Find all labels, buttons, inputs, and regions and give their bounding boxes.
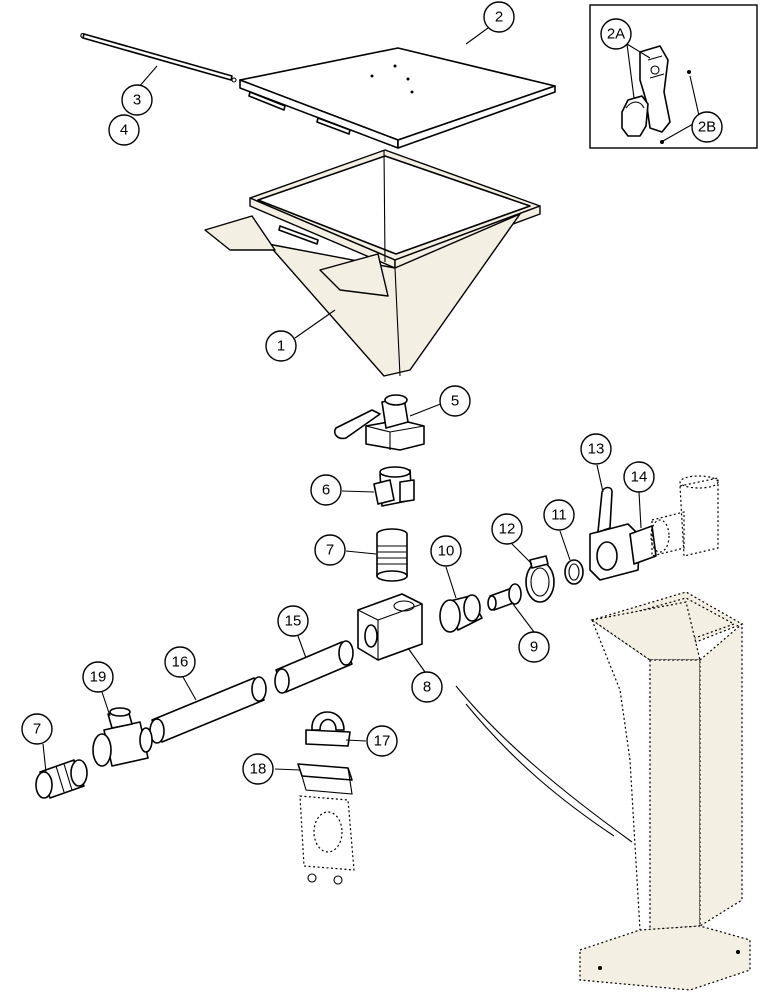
- callout-label: 5: [451, 393, 459, 410]
- callout-2a: 2A: [600, 18, 632, 50]
- callout-16: 16: [164, 646, 196, 678]
- callout-11: 11: [543, 499, 575, 531]
- callout-13: 13: [580, 433, 612, 465]
- callout-10: 10: [430, 535, 462, 567]
- callout-9: 9: [518, 631, 550, 663]
- callout-19: 19: [82, 661, 114, 693]
- hose: [455, 685, 633, 843]
- pipe-15: [274, 640, 354, 694]
- callout-14: 14: [623, 461, 655, 493]
- check-valve-19: [92, 707, 153, 767]
- callout-2: 2: [483, 1, 515, 33]
- callout-label: 1: [277, 338, 285, 355]
- receiver-elbow: [650, 475, 719, 557]
- leader-lines: [42, 27, 701, 773]
- adapter-7-lower: [35, 759, 88, 799]
- callout-8: 8: [411, 671, 443, 703]
- coupler-6: [373, 466, 415, 507]
- callout-4: 4: [108, 114, 140, 146]
- callout-7-upper: 7: [314, 534, 346, 566]
- clamp-12: [525, 555, 555, 603]
- callout-6: 6: [310, 474, 342, 506]
- seal-11: [564, 559, 584, 585]
- callout-label: 16: [172, 654, 189, 671]
- callout-label: 9: [530, 639, 538, 656]
- callout-3: 3: [121, 84, 153, 116]
- bracket-18: [297, 763, 355, 885]
- hopper-lid: [239, 47, 556, 149]
- callout-label: 7: [326, 542, 334, 559]
- callout-label: 4: [120, 122, 128, 139]
- callout-label: 19: [90, 669, 107, 686]
- callout-label: 2: [495, 9, 503, 26]
- hopper: [204, 149, 541, 377]
- callout-label: 13: [588, 441, 605, 458]
- bushing-10: [439, 594, 483, 633]
- nipple-9: [487, 583, 522, 611]
- callout-15: 15: [277, 605, 309, 637]
- callout-label: 18: [250, 761, 267, 778]
- callout-12: 12: [491, 513, 523, 545]
- callout-1: 1: [265, 330, 297, 362]
- callout-label: 10: [438, 543, 455, 560]
- callout-5: 5: [439, 385, 471, 417]
- callout-label: 17: [374, 733, 391, 750]
- callout-label: 8: [423, 679, 431, 696]
- pipe-16: [149, 676, 267, 744]
- callout-label: 2A: [607, 26, 625, 43]
- callout-label: 11: [551, 507, 567, 524]
- callout-label: 3: [133, 92, 141, 109]
- callout-17: 17: [366, 725, 398, 757]
- callout-label: 7: [33, 721, 41, 738]
- callout-7-lower: 7: [21, 713, 53, 745]
- callout-label: 14: [631, 469, 648, 486]
- u-clamp-17: [305, 711, 351, 747]
- callout-label: 2B: [698, 119, 716, 136]
- stand-column: [579, 591, 751, 991]
- hinge-pin: [80, 33, 237, 83]
- callout-label: 6: [322, 482, 330, 499]
- ball-valve: [333, 394, 425, 451]
- tee-fitting: [357, 593, 423, 661]
- callout-18: 18: [242, 753, 274, 785]
- callout-label: 12: [499, 521, 516, 538]
- callout-2b: 2B: [691, 111, 723, 143]
- inset-detail: [589, 4, 758, 149]
- callout-label: 15: [285, 613, 302, 630]
- adapter-7-upper: [376, 528, 408, 582]
- gate-valve-13-14: [589, 486, 657, 581]
